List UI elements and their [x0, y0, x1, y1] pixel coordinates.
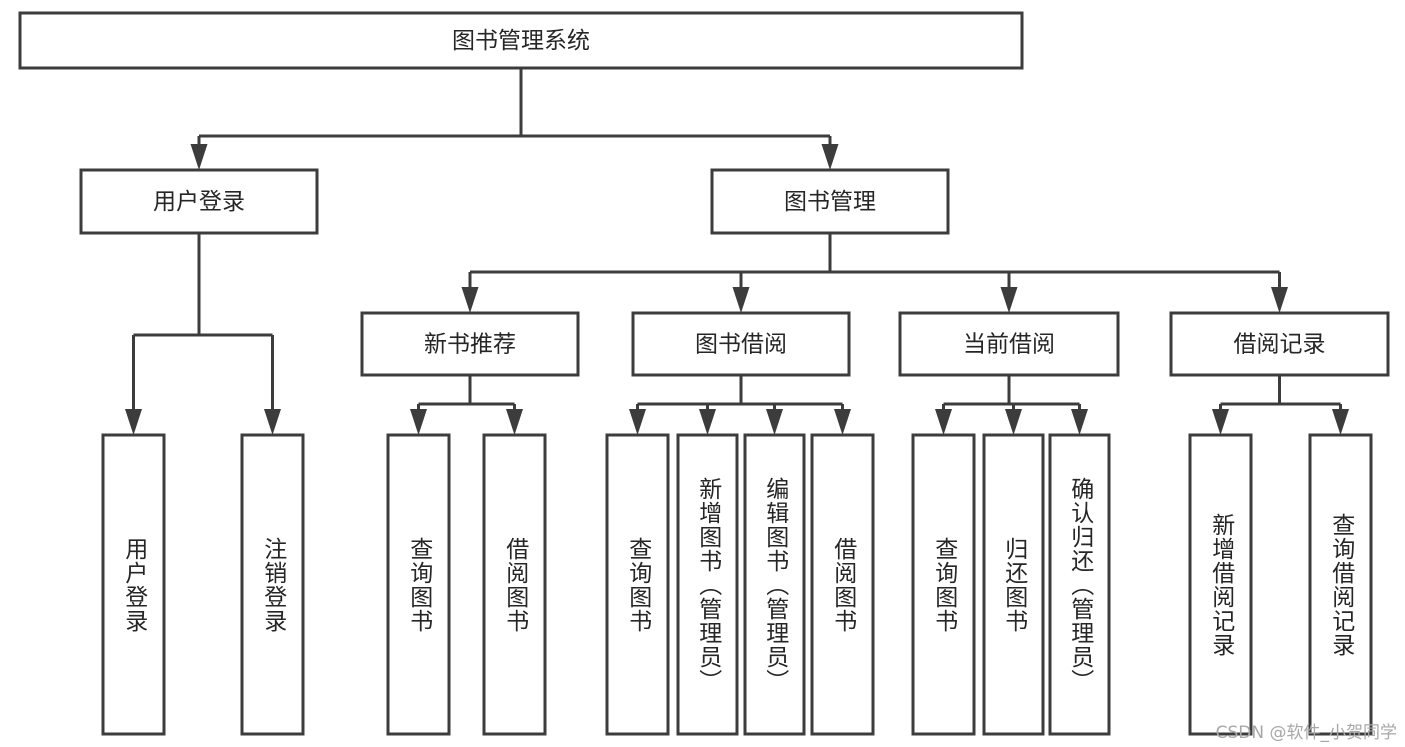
node-new-book-rec[interactable] [360, 311, 580, 377]
connector-layer [125, 68, 1349, 435]
node-box-layer [18, 11, 1390, 736]
node-root[interactable] [18, 11, 1024, 70]
node-leaf-query-book-2[interactable] [605, 433, 670, 736]
node-leaf-query-record[interactable] [1308, 433, 1373, 736]
node-label-root: 图书管理系统 [452, 28, 590, 54]
node-label-book-borrow: 图书借阅 [695, 332, 787, 358]
node-book-borrow[interactable] [631, 311, 851, 377]
connector-borrow-record [1212, 375, 1349, 435]
node-leaf-return-book[interactable] [982, 433, 1045, 736]
node-label-borrow-record: 借阅记录 [1234, 332, 1326, 358]
node-leaf-borrow-book-1[interactable] [482, 433, 547, 736]
connector-current-borrow [935, 375, 1088, 435]
node-leaf-confirm-return[interactable] [1048, 433, 1111, 736]
node-borrow-record[interactable] [1169, 311, 1390, 377]
node-leaf-logout[interactable] [240, 433, 305, 736]
node-label-current-borrow: 当前借阅 [963, 332, 1055, 358]
connector-root [190, 68, 839, 170]
node-leaf-query-book-3[interactable] [911, 433, 976, 736]
connector-user-login [125, 233, 281, 435]
connector-book-borrow [629, 375, 851, 435]
node-leaf-query-book-1[interactable] [386, 433, 451, 736]
node-leaf-add-book[interactable] [676, 433, 739, 736]
node-label-book-manage: 图书管理 [784, 189, 876, 215]
connector-book-manage [461, 233, 1288, 313]
node-leaf-user-login[interactable] [101, 433, 166, 736]
node-book-manage[interactable] [710, 168, 950, 235]
node-label-user-login: 用户登录 [153, 189, 245, 215]
node-label-new-book-rec: 新书推荐 [424, 332, 516, 358]
node-user-login[interactable] [79, 168, 319, 235]
node-leaf-borrow-book-2[interactable] [810, 433, 875, 736]
node-leaf-add-record[interactable] [1188, 433, 1253, 736]
connector-new-book-rec [410, 375, 523, 435]
node-current-borrow[interactable] [898, 311, 1120, 377]
csdn-watermark: CSDN @软件_小贺同学 [1215, 723, 1397, 743]
node-leaf-edit-book[interactable] [743, 433, 806, 736]
